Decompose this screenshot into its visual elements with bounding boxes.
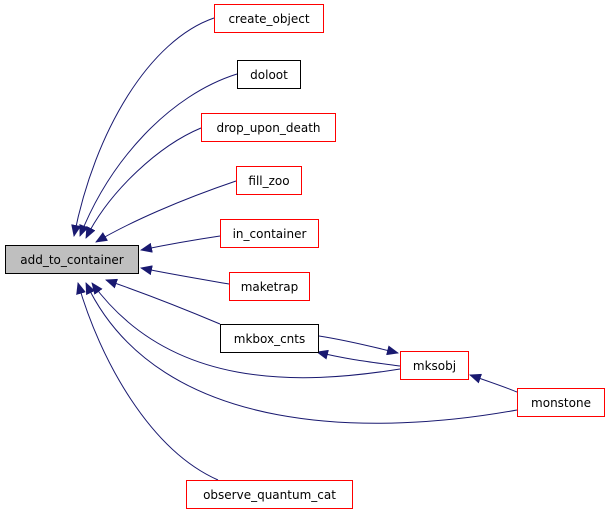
node-label: drop_upon_death — [216, 120, 321, 135]
edge-doloot-to-add-to-container — [79, 73, 238, 237]
edge-mksobj-to-mkbox-cnts — [316, 349, 401, 367]
edge-maketrap-to-add-to-container — [140, 265, 230, 285]
node-add-to-container: add_to_container — [5, 245, 139, 274]
edge-drop-upon-death-to-add-to-container — [85, 127, 202, 239]
node-mkbox-cnts[interactable]: mkbox_cnts — [220, 324, 319, 353]
node-label: monstone — [531, 395, 591, 410]
node-label: doloot — [250, 67, 288, 82]
node-label: in_container — [232, 226, 307, 241]
node-monstone[interactable]: monstone — [517, 388, 605, 417]
node-label: maketrap — [240, 279, 299, 294]
edge-create-object-to-add-to-container — [71, 17, 215, 237]
node-observe-quantum-cat[interactable]: observe_quantum_cat — [186, 480, 353, 509]
node-doloot[interactable]: doloot — [237, 60, 301, 89]
node-label: add_to_container — [20, 252, 124, 267]
node-in-container[interactable]: in_container — [220, 219, 319, 248]
node-label: observe_quantum_cat — [203, 487, 336, 502]
edge-observe-quantum-cat-to-add-to-container — [76, 282, 219, 481]
node-label: create_object — [228, 11, 310, 26]
node-fill-zoo[interactable]: fill_zoo — [236, 166, 302, 195]
node-label: mkbox_cnts — [233, 331, 306, 346]
edge-mkbox-cnts-to-mksobj — [318, 335, 399, 356]
edge-fill-zoo-to-add-to-container — [95, 180, 237, 243]
edge-monstone-to-mksobj — [469, 373, 518, 393]
edge-monstone-to-add-to-container — [85, 282, 518, 424]
edge-mkbox-cnts-to-add-to-container — [105, 278, 221, 325]
node-label: mksobj — [412, 358, 457, 373]
node-mksobj[interactable]: mksobj — [400, 351, 469, 380]
node-create-object[interactable]: create_object — [214, 4, 324, 33]
node-drop-upon-death[interactable]: drop_upon_death — [201, 113, 336, 142]
edge-in-container-to-add-to-container — [140, 235, 221, 253]
node-maketrap[interactable]: maketrap — [229, 272, 310, 301]
edge-mksobj-to-add-to-container — [91, 282, 401, 379]
node-label: fill_zoo — [248, 173, 290, 188]
